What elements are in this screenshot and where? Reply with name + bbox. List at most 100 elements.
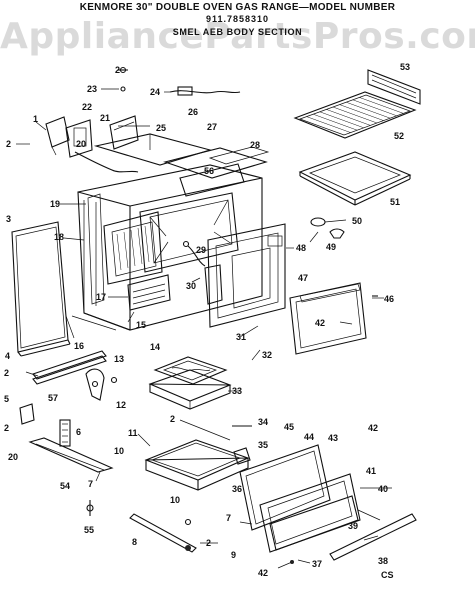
cavity-shading [137, 227, 143, 265]
callouts: 2 23 24 53 52 51 50 49 48 47 46 42 22 1 … [4, 62, 410, 578]
conduit-20 [74, 151, 139, 173]
leveling-leg-55 [86, 500, 94, 516]
broiler-pan-51 [298, 151, 412, 206]
cavity-shading [123, 231, 129, 269]
callout-5: 5 [4, 394, 9, 404]
callout-2d: 2 [170, 414, 175, 424]
cabinet-body [77, 133, 270, 331]
callout-37: 37 [312, 559, 322, 569]
diagram-title: KENMORE 30" DOUBLE OVEN GAS RANGE—MODEL … [79, 2, 396, 13]
callout-53: 53 [400, 62, 410, 72]
door-liner-40 [259, 473, 361, 553]
callout-50: 50 [352, 216, 362, 226]
drawer-slide-8 [129, 513, 197, 553]
drawer-11 [144, 439, 250, 491]
footer-code: CS [381, 570, 394, 580]
rack-guide-53 [367, 69, 421, 105]
oven-light-50 [310, 217, 347, 227]
screw-23-part [118, 66, 128, 74]
light-lens-49 [329, 228, 345, 239]
callout-45: 45 [284, 422, 294, 432]
callout-8: 8 [132, 537, 137, 547]
callout-20b: 20 [8, 452, 18, 462]
model-number: 911.7858310 [205, 14, 270, 24]
callout-6: 6 [76, 427, 81, 437]
roller-10 [184, 518, 192, 526]
bracket-25 [109, 115, 139, 150]
callout-26: 26 [188, 107, 198, 117]
wire-harness-24 [164, 86, 241, 96]
callout-44: 44 [304, 432, 314, 442]
oven-rack-52 [293, 91, 417, 139]
callout-42c: 42 [258, 568, 268, 578]
callout-13: 13 [114, 354, 124, 364]
side-panel-3 [11, 221, 71, 357]
callout-2e: 2 [4, 423, 9, 433]
callout-1: 1 [33, 114, 38, 124]
callout-25: 25 [156, 123, 166, 133]
bracket-12 [85, 368, 105, 401]
callout-30: 30 [186, 281, 196, 291]
door-gasket-47 [289, 282, 367, 355]
leader-lines [16, 121, 392, 564]
cavity-shading [144, 225, 150, 263]
callout-35: 35 [258, 440, 268, 450]
callout-42a: 42 [315, 318, 325, 328]
callout-38: 38 [378, 556, 388, 566]
callout-2b: 2 [6, 139, 11, 149]
door-bumper-5 [19, 403, 35, 425]
callout-11: 11 [128, 428, 138, 438]
callout-56: 56 [204, 166, 214, 176]
callout-57: 57 [48, 393, 58, 403]
callout-2c: 2 [4, 368, 9, 378]
callout-21: 21 [100, 113, 110, 123]
callout-7a: 7 [88, 479, 93, 489]
callout-36: 36 [232, 484, 242, 494]
rack-bar [319, 111, 364, 129]
broiler-pan-33 [148, 369, 232, 410]
callout-22: 22 [82, 102, 92, 112]
callout-23a: 2 [115, 65, 120, 75]
callout-43: 43 [328, 433, 338, 443]
callout-12: 12 [116, 400, 126, 410]
callout-3: 3 [6, 214, 11, 224]
callout-10b: 10 [170, 495, 180, 505]
rack-bar [313, 113, 358, 131]
door-handle-38 [329, 513, 417, 561]
rack-bar [326, 109, 371, 126]
rack-bar [352, 99, 397, 117]
callout-54: 54 [60, 481, 70, 491]
rack-bar [332, 106, 378, 124]
hinge-6 [59, 419, 71, 447]
rack-bar [346, 101, 391, 119]
bracket-1 [45, 116, 70, 156]
screw-23b-part [101, 86, 126, 92]
callout-10a: 10 [114, 446, 124, 456]
screw-13 [110, 376, 118, 384]
roller-7 [185, 545, 191, 551]
kick-rail-54 [28, 437, 114, 473]
callout-18: 18 [54, 232, 64, 242]
callout-2a: 2 [206, 538, 211, 548]
door-glass-39 [269, 495, 359, 551]
cavity-shading [116, 233, 122, 271]
callout-55: 55 [84, 525, 94, 535]
cavity-shading [130, 229, 136, 267]
callout-14: 14 [150, 342, 160, 352]
callout-34: 34 [258, 417, 268, 427]
rack-bar [306, 116, 351, 133]
rail-left-57 [32, 350, 107, 385]
hinge-36 [233, 447, 251, 465]
section-title: SMEL AEB BODY SECTION [172, 27, 303, 37]
callout-27: 27 [207, 122, 217, 132]
door-outer-panel-43 [239, 444, 331, 531]
front-frame-48 [204, 223, 286, 328]
bracket-22 [65, 119, 93, 158]
callout-41: 41 [366, 466, 376, 476]
callout-29: 29 [196, 245, 206, 255]
callout-24: 24 [150, 87, 160, 97]
callout-4: 4 [5, 351, 10, 361]
callout-40: 40 [378, 484, 388, 494]
